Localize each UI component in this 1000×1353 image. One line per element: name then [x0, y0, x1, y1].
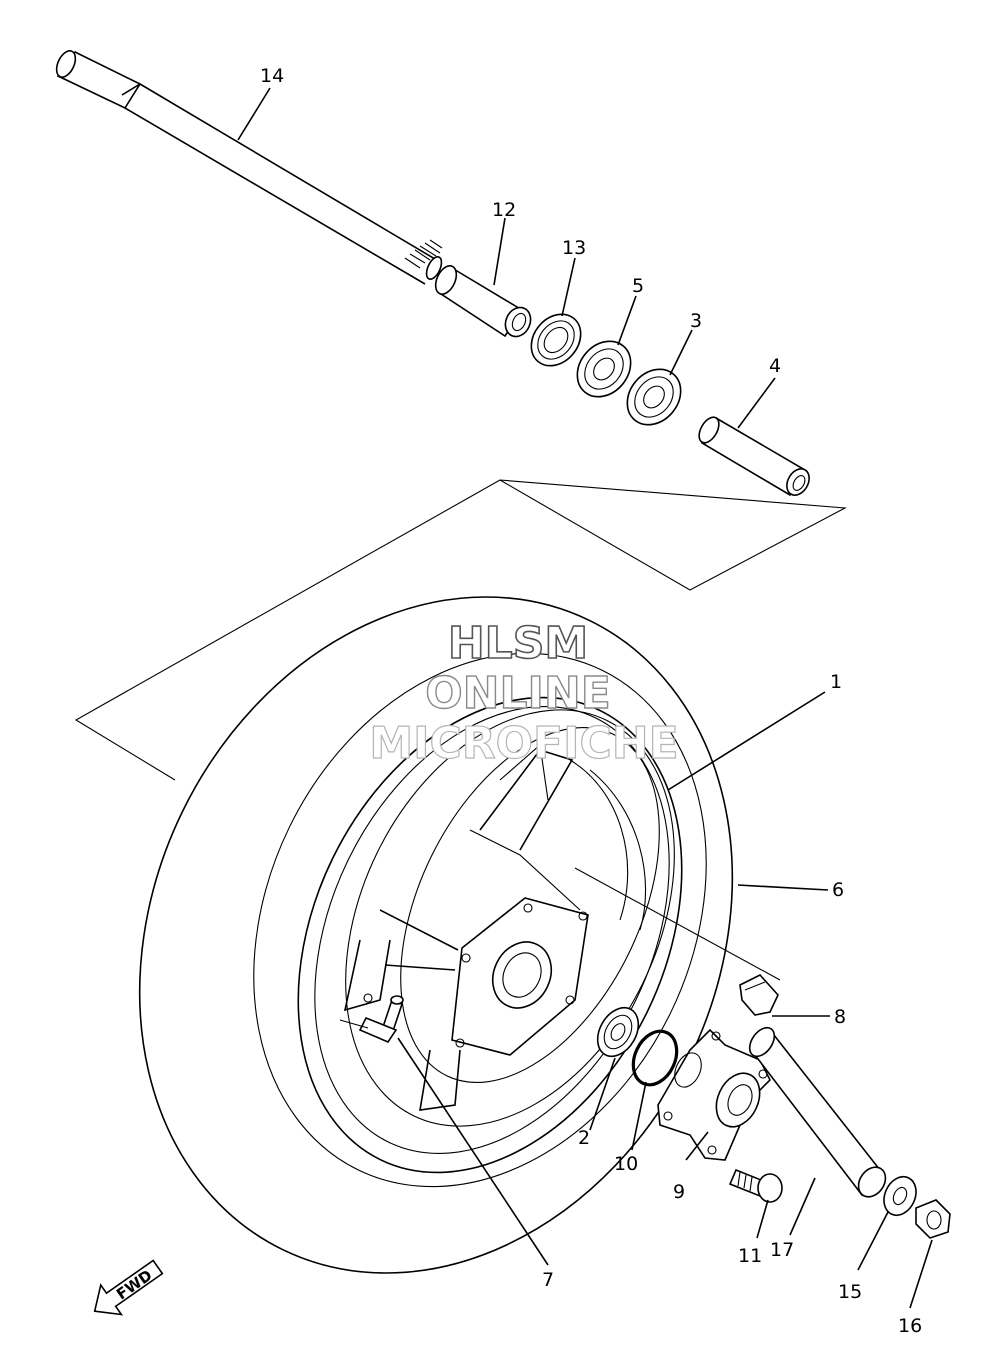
callout-13: 13 — [562, 237, 586, 259]
axle-shaft[interactable] — [53, 48, 445, 285]
callout-12: 12 — [492, 199, 516, 221]
wheel-spokes — [343, 743, 581, 1111]
callout-4: 4 — [769, 355, 781, 377]
o-ring[interactable] — [625, 1024, 685, 1092]
callout-15: 15 — [838, 1281, 862, 1303]
callout-17: 17 — [770, 1239, 794, 1261]
spacer-tube[interactable] — [695, 414, 814, 499]
callout-14: 14 — [260, 65, 284, 87]
washer[interactable] — [878, 1172, 922, 1221]
clutch-hub[interactable] — [657, 1028, 771, 1161]
callout-2: 2 — [578, 1127, 590, 1149]
balance-weight-clip[interactable] — [739, 974, 779, 1016]
watermark-line-3: MICROFICHE — [369, 718, 678, 769]
callout-3: 3 — [690, 310, 702, 332]
bolt[interactable] — [728, 1168, 783, 1203]
callout-16: 16 — [898, 1315, 922, 1337]
callout-6: 6 — [832, 879, 844, 901]
oil-seal[interactable] — [521, 304, 591, 375]
bearing-right[interactable] — [616, 359, 691, 436]
callout-9: 9 — [673, 1181, 685, 1203]
watermark-line-1: HLSM — [448, 618, 588, 669]
wheel-hub — [363, 897, 589, 1056]
forward-direction-arrow: FWD — [93, 1259, 164, 1316]
callout-8: 8 — [834, 1006, 846, 1028]
tire[interactable] — [29, 497, 843, 1348]
collar-spacer[interactable] — [432, 263, 536, 341]
wheel-rim[interactable] — [223, 634, 757, 1237]
hub-bearing[interactable] — [589, 1000, 646, 1063]
assembly-outline — [74, 479, 847, 781]
callout-5: 5 — [632, 275, 644, 297]
bearing-left[interactable] — [566, 331, 641, 408]
callout-10: 10 — [614, 1153, 638, 1175]
nut[interactable] — [915, 1199, 951, 1239]
valve-stem[interactable] — [339, 995, 404, 1043]
watermark-line-2: ONLINE — [425, 668, 611, 719]
callout-1: 1 — [830, 671, 842, 693]
collar[interactable] — [745, 1023, 891, 1202]
callout-11: 11 — [738, 1245, 762, 1267]
callout-7: 7 — [542, 1269, 554, 1291]
leader-lines — [237, 87, 933, 1309]
